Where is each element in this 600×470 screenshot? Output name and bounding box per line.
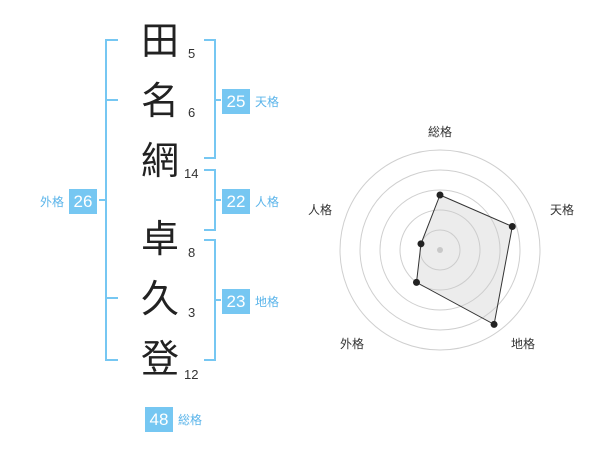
- jinkaku-label: 人格: [255, 195, 280, 209]
- jinkaku-value: 22: [222, 189, 250, 214]
- radar-label-gaikaku: 外格: [340, 337, 365, 351]
- radar-point-0: [436, 191, 444, 199]
- radar-label-soukaku: 総格: [428, 125, 453, 139]
- soukaku-label: 総格: [178, 413, 203, 427]
- radar-area: [415, 194, 513, 326]
- surname-char-1: 田: [140, 19, 179, 63]
- tenkaku-badge: 25 天格: [222, 89, 279, 114]
- radar-label-jinkaku: 人格: [308, 203, 333, 217]
- surname-strokes-1: 5: [188, 46, 196, 61]
- radar-ring-3: [379, 189, 501, 311]
- radar-label-chikaku: 地格: [511, 337, 536, 351]
- chikaku-value: 23: [222, 289, 250, 314]
- gaikaku-label: 外格: [40, 195, 65, 209]
- radar-point-3: [412, 278, 420, 286]
- surname-char-2: 名: [140, 79, 179, 123]
- given-char-1: 卓: [140, 217, 179, 261]
- given-strokes-1: 8: [188, 245, 196, 260]
- radar-label-tenkaku: 天格: [550, 203, 575, 217]
- radar-ring-4: [359, 169, 521, 331]
- soukaku-badge: 48 総格: [145, 407, 202, 432]
- given-strokes-2: 3: [188, 305, 196, 320]
- given-char-2: 久: [140, 277, 179, 321]
- given-char-3: 登: [140, 337, 179, 381]
- radar-ring-5: [339, 149, 541, 351]
- jinkaku-badge: 22 人格: [222, 189, 279, 214]
- surname-char-3: 網: [140, 139, 179, 183]
- chikaku-label: 地格: [255, 295, 280, 309]
- gaikaku-badge: 外格 26: [40, 189, 98, 214]
- gaikaku-value: 26: [69, 189, 98, 214]
- tenkaku-value: 25: [222, 89, 250, 114]
- radar-ring-2: [399, 209, 481, 291]
- surname-strokes-2: 6: [188, 105, 196, 120]
- radar-center: [437, 247, 443, 253]
- radar-point-4: [417, 240, 425, 248]
- given-strokes-3: 12: [184, 367, 199, 382]
- radar-point-2: [490, 320, 498, 328]
- soukaku-value: 48: [145, 407, 173, 432]
- surname-strokes-3: 14: [184, 166, 199, 181]
- radar-point-1: [508, 223, 516, 231]
- tenkaku-label: 天格: [255, 95, 280, 109]
- chikaku-badge: 23 地格: [222, 289, 279, 314]
